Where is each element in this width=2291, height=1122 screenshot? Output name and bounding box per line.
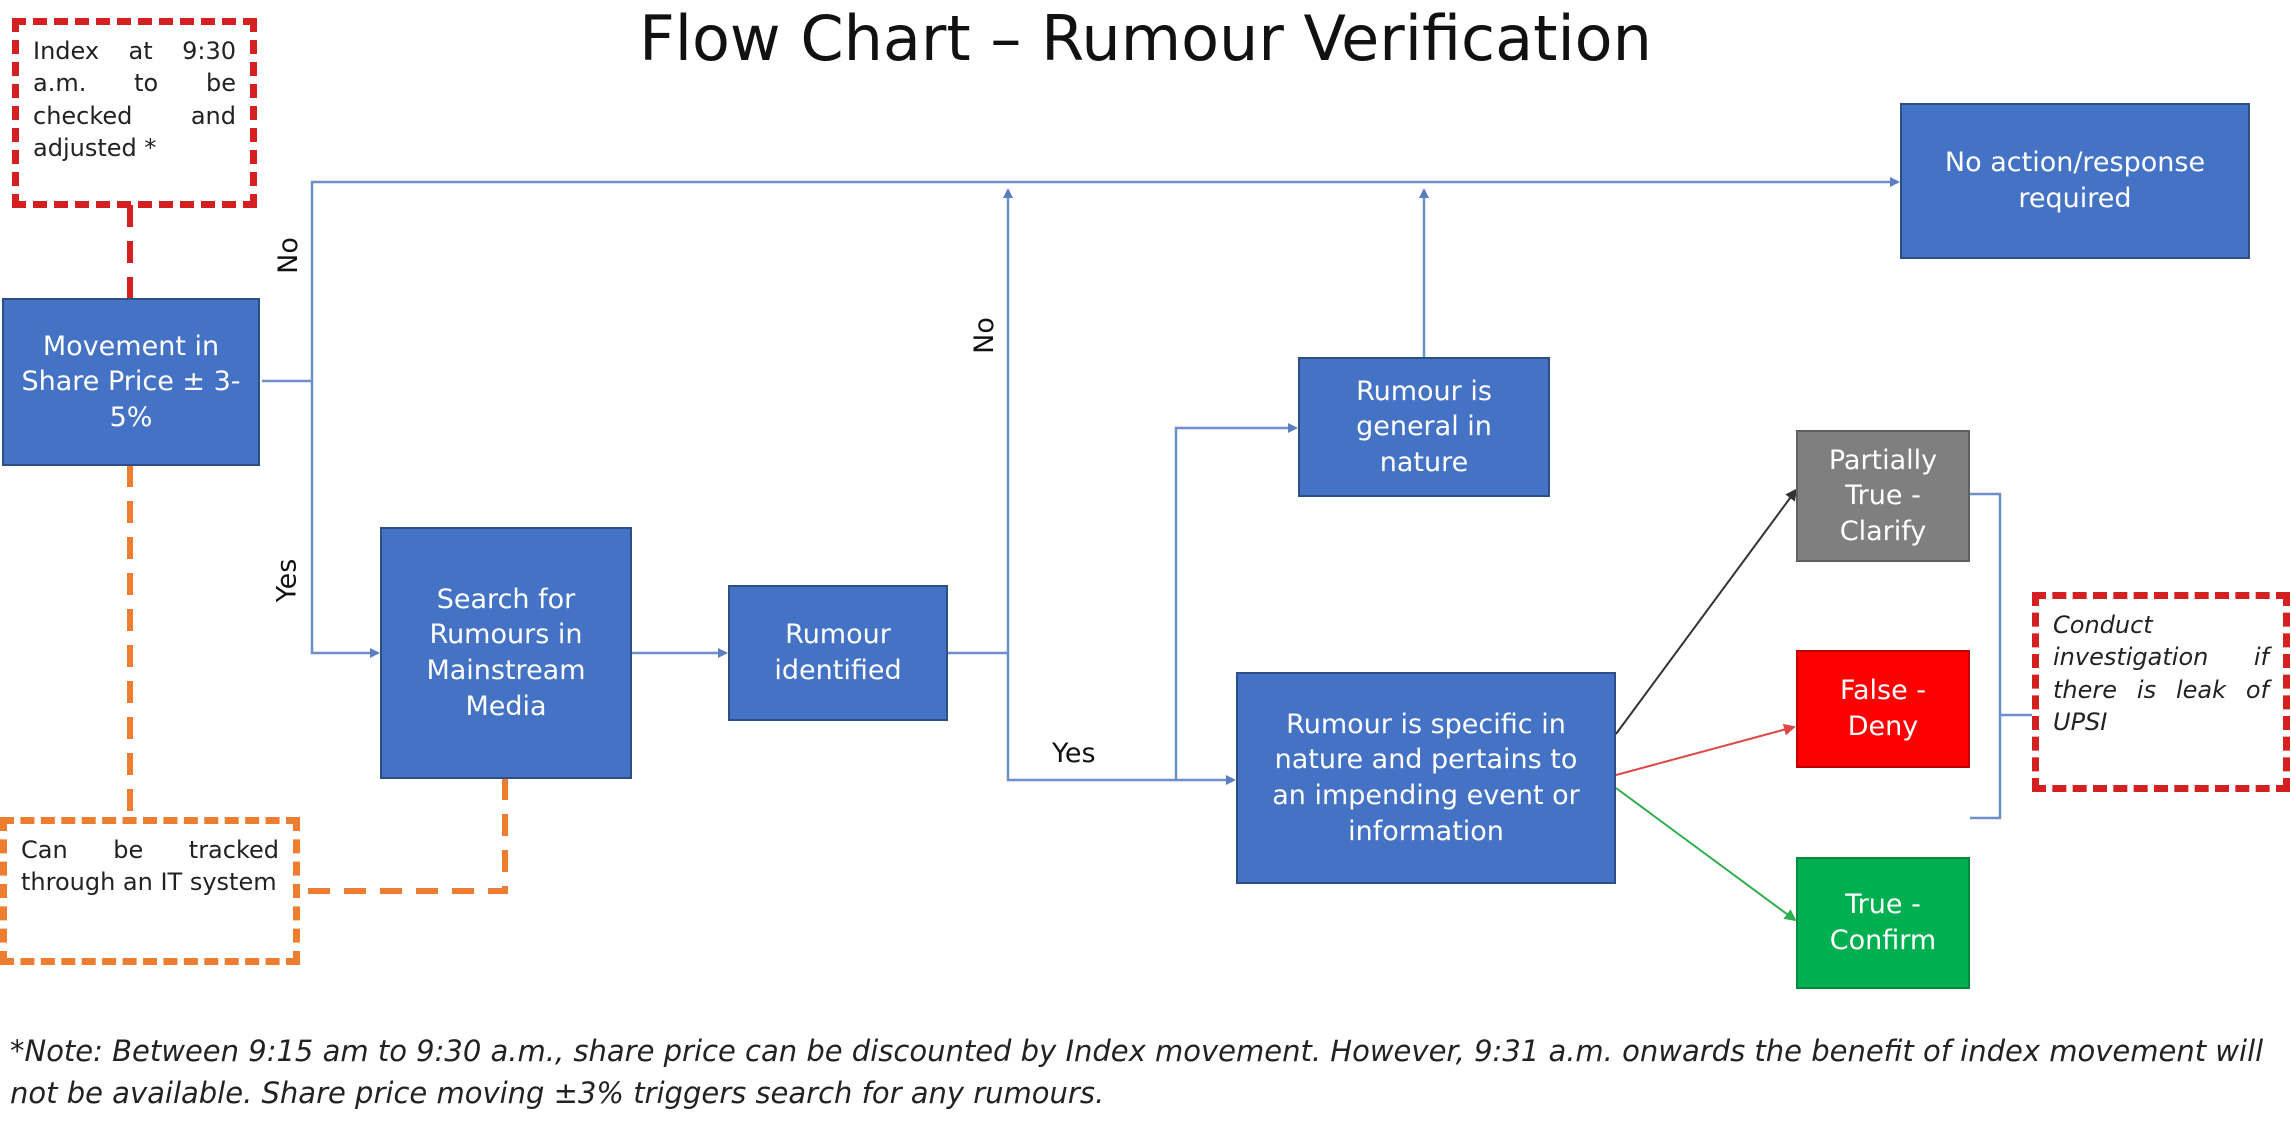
general-node: Rumour is general in nature: [1298, 357, 1550, 497]
identified-node: Rumour identified: [728, 585, 948, 721]
no-action-node: No action/response required: [1900, 103, 2250, 259]
movement-yes-line: [310, 381, 380, 658]
tracked-note: Can be tracked through an IT system: [0, 817, 300, 965]
false-node: False - Deny: [1796, 650, 1970, 768]
footnote: *Note: Between 9:15 am to 9:30 a.m., sha…: [10, 1034, 2264, 1111]
partial-bracket-line: [1970, 492, 2002, 820]
no-label-top: No: [272, 237, 304, 274]
search-tracked-connector: [305, 778, 508, 894]
specific-node: Rumour is specific in nature and pertain…: [1236, 672, 1616, 884]
partial-node: Partially True - Clarify: [1796, 430, 1970, 562]
investigation-note: Conduct investigation if there is leak o…: [2032, 592, 2290, 792]
page-title: Flow Chart – Rumour Verification: [639, 2, 1652, 75]
index-note: Index at 9:30 a.m. to be checked and adj…: [12, 18, 257, 208]
yes-general-line: [1174, 423, 1298, 780]
search-node: Search for Rumours in Mainstream Media: [380, 527, 632, 779]
true-node: True - Confirm: [1796, 857, 1970, 989]
yes-label-left: Yes: [271, 558, 303, 603]
movement-no-line: [310, 177, 1900, 381]
no-label-mid: No: [968, 317, 1000, 354]
identified-yes-line: [1006, 653, 1236, 785]
to-true-arrow: [1615, 787, 1797, 922]
yes-label-mid: Yes: [1052, 738, 1096, 769]
to-false-arrow: [1615, 723, 1796, 776]
to-partial-arrow: [1615, 488, 1798, 735]
movement-node: Movement in Share Price ± 3-5%: [2, 298, 260, 466]
